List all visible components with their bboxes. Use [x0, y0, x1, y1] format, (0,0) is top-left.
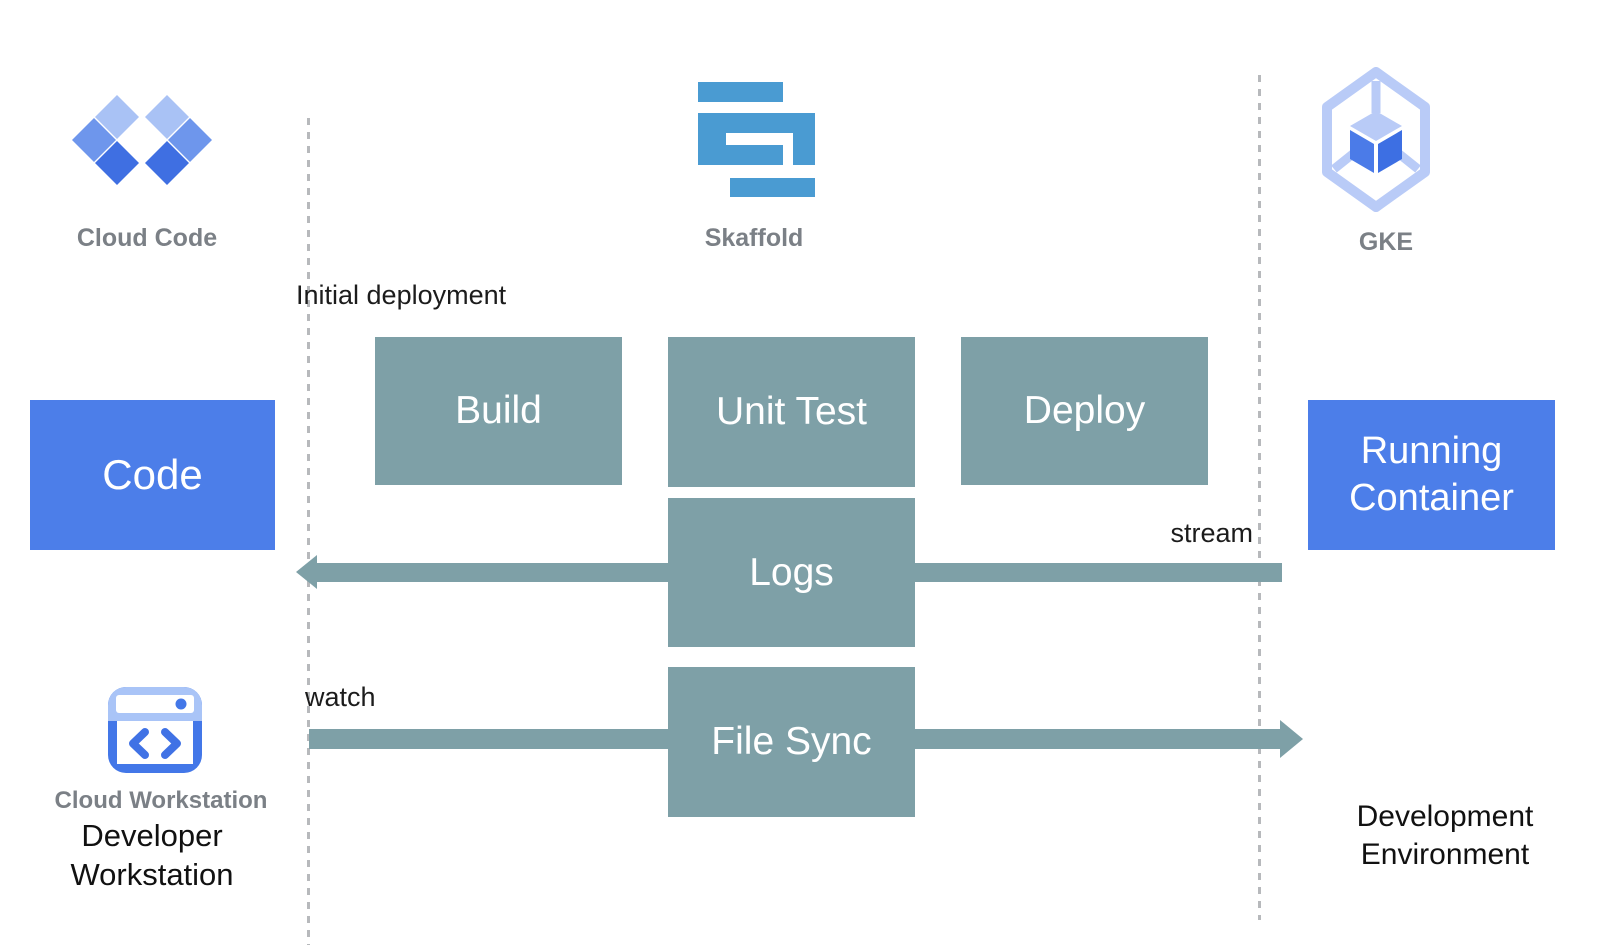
developer-workstation-zone-label: Developer Workstation	[70, 818, 234, 892]
file-sync-box-label: File Sync	[711, 720, 872, 763]
running-container-box: Running Container	[1308, 400, 1555, 550]
initial-deployment-label: Initial deployment	[296, 280, 507, 310]
workstation-boundary-line	[307, 118, 310, 945]
cloud-workstation-label: Cloud Workstation	[54, 787, 268, 814]
watch-label: watch	[305, 682, 376, 712]
cloud-code-icon	[72, 95, 212, 185]
gke-label: GKE	[1358, 228, 1414, 256]
deploy-box: Deploy	[961, 337, 1208, 485]
cloud-workstation-icon	[108, 687, 202, 773]
skaffold-icon	[698, 82, 815, 197]
code-box-label: Code	[102, 451, 203, 498]
file-sync-arrow-right-head-icon	[1280, 720, 1303, 758]
logs-box: Logs	[668, 498, 915, 647]
unit-test-box-label: Unit Test	[715, 390, 867, 433]
gke-icon	[1322, 67, 1430, 212]
skaffold-label: Skaffold	[704, 224, 804, 252]
logs-box-label: Logs	[749, 550, 834, 594]
development-environment-zone-label: Development Environment	[1356, 800, 1534, 871]
deploy-box-label: Deploy	[1023, 389, 1146, 432]
unit-test-box: Unit Test	[668, 337, 915, 487]
stream-label: stream	[1170, 518, 1253, 548]
build-box-label: Build	[455, 389, 542, 432]
environment-boundary-line	[1258, 75, 1261, 920]
logs-arrow-left-head-icon	[296, 555, 317, 589]
cloud-code-label: Cloud Code	[76, 224, 218, 252]
running-container-label: Running Container	[1349, 430, 1514, 519]
file-sync-box: File Sync	[668, 667, 915, 817]
build-box: Build	[375, 337, 622, 485]
code-box: Code	[30, 400, 275, 550]
